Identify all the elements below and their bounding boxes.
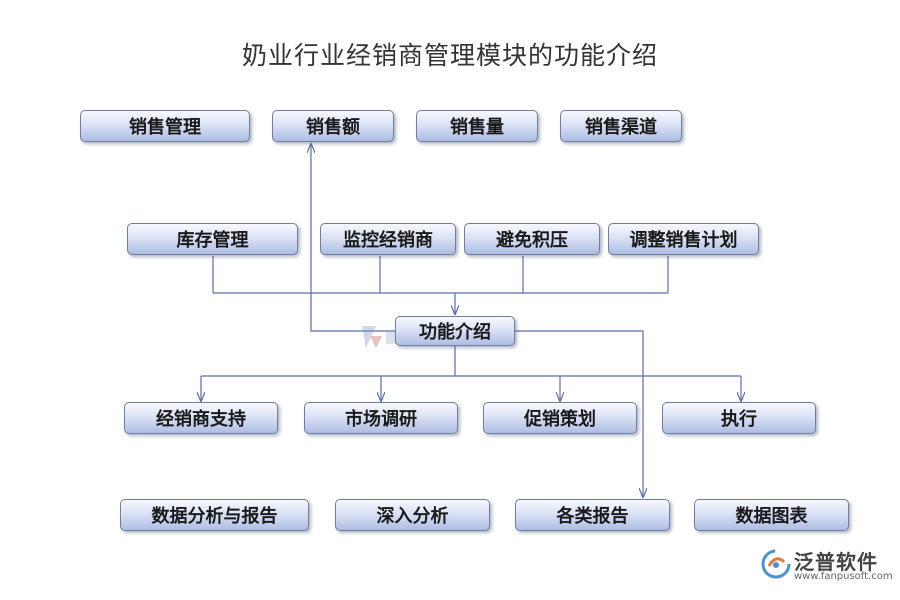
connector-center-to-reports <box>515 330 643 497</box>
diagram-title: 奶业行业经销商管理模块的功能介绍 <box>241 41 658 70</box>
node-execution: 执行 <box>662 402 816 434</box>
node-dealer-support: 经销商支持 <box>124 402 278 434</box>
brand-swirl-icon <box>761 549 791 579</box>
node-data-analysis-report: 数据分析与报告 <box>120 499 309 531</box>
node-sales-management: 销售管理 <box>80 110 250 142</box>
brand-url: www.fanpusoft.com <box>794 571 893 582</box>
node-avoid-overstock: 避免积压 <box>464 223 600 255</box>
node-deep-analysis: 深入分析 <box>335 499 490 531</box>
connector-center-to-sales <box>311 144 395 332</box>
node-promotion-planning: 促销策划 <box>483 402 637 434</box>
brand-name: 泛普软件 <box>794 550 878 574</box>
node-sales-channel: 销售渠道 <box>560 110 682 142</box>
node-sales-volume: 销售量 <box>416 110 538 142</box>
node-adjust-sales-plan: 调整销售计划 <box>608 223 759 255</box>
node-market-research: 市场调研 <box>304 402 458 434</box>
node-sales-amount: 销售额 <box>272 110 394 142</box>
node-inventory-management: 库存管理 <box>127 223 298 255</box>
node-data-charts: 数据图表 <box>694 499 849 531</box>
brand-logo: 泛普软件 www.fanpusoft.com <box>760 544 893 588</box>
node-monitor-dealers: 监控经销商 <box>320 223 456 255</box>
node-various-reports: 各类报告 <box>515 499 670 531</box>
node-function-intro: 功能介绍 <box>395 316 515 346</box>
